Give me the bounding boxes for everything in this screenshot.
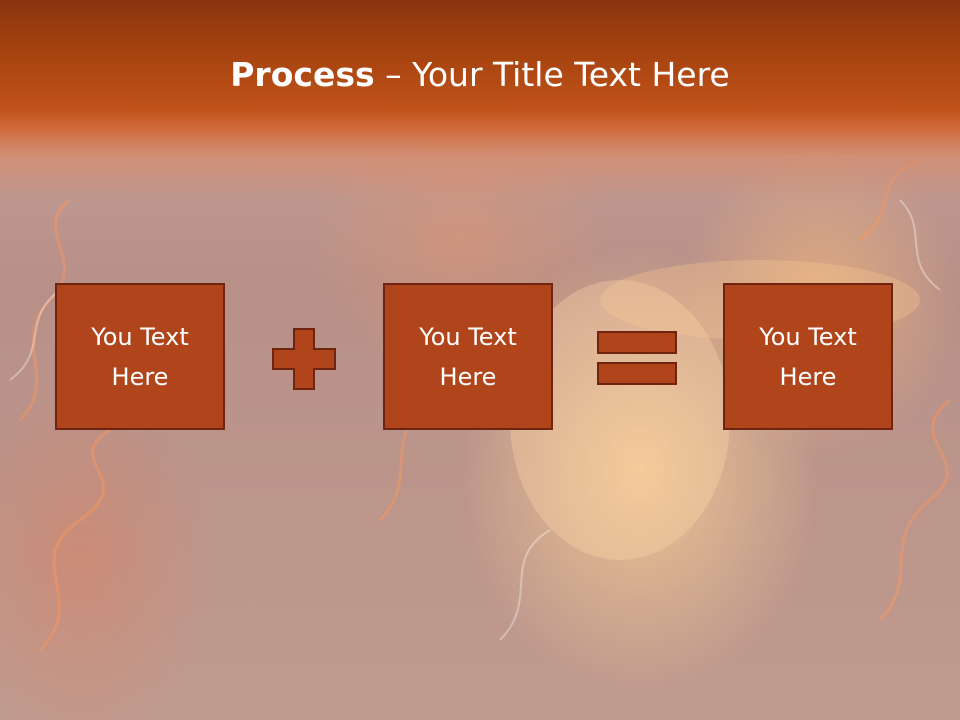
plus-icon [272, 328, 336, 390]
title-bar [0, 0, 960, 200]
result-box[interactable]: You Text Here [723, 283, 893, 430]
process-box-2-text: You Text Here [419, 322, 517, 391]
equals-icon [597, 331, 677, 385]
process-box-1[interactable]: You Text Here [55, 283, 225, 430]
title-rest-text: – Your Title Text Here [374, 55, 730, 94]
process-box-1-text: You Text Here [91, 322, 189, 391]
process-box-2[interactable]: You Text Here [383, 283, 553, 430]
title-bold-text: Process [230, 55, 375, 94]
slide-title[interactable]: Process – Your Title Text Here [0, 52, 960, 98]
result-box-text: You Text Here [759, 322, 857, 391]
